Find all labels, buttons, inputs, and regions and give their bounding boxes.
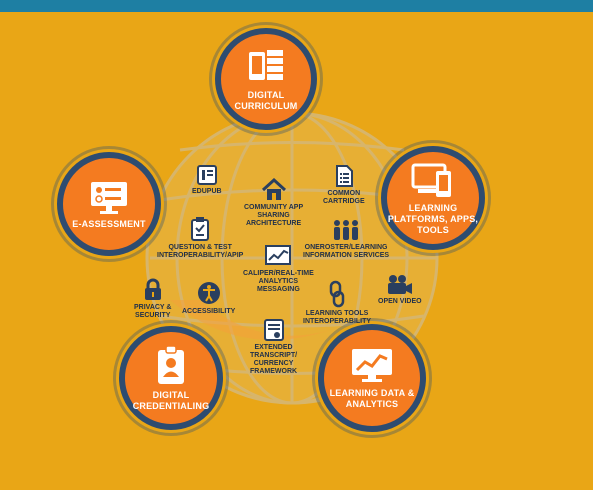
chain-link-icon	[329, 280, 345, 308]
standard-accessibility[interactable]: ACCESSIBILITY	[182, 280, 235, 316]
standard-lti[interactable]: LEARNING TOOLS INTEROPERABILITY	[303, 280, 371, 326]
standard-label: ACCESSIBILITY	[182, 308, 236, 315]
standard-label: COMMUNITY APP SHARING ARCHITECTURE	[244, 204, 304, 227]
people-group-icon	[334, 220, 359, 240]
house-icon	[261, 178, 286, 200]
hub-label: E-ASSESSMENT	[72, 218, 146, 229]
standard-label: CALIPER/REAL-TIME ANALYTICS MESSAGING	[243, 270, 314, 293]
standard-qti[interactable]: QUESTION & TEST INTEROPERABILITY/APIP	[157, 216, 243, 260]
books-and-tablet-icon	[249, 50, 283, 80]
clipboard-check-icon	[191, 217, 210, 241]
hub-learning-platforms[interactable]: LEARNING PLATFORMS, APPS, TOOLS	[381, 146, 485, 250]
laptop-and-phone-icon	[411, 163, 451, 197]
standard-label: EXTENDED TRANSCRIPT/ CURRENCY FRAMEWORK	[250, 344, 298, 375]
document-list-icon	[335, 165, 353, 187]
hub-label: DIGITAL CURRICULUM	[234, 90, 298, 111]
hub-label: DIGITAL CREDENTIALING	[132, 390, 210, 411]
analytics-screen-icon	[265, 245, 292, 265]
hub-learning-data[interactable]: LEARNING DATA & ANALYTICS	[318, 324, 426, 432]
hub-digital-credentialing[interactable]: DIGITAL CREDENTIALING	[119, 326, 223, 430]
standard-oneroster[interactable]: ONEROSTER/LEARNING INFORMATION SERVICES	[303, 218, 389, 260]
standard-label: EDUPUB	[192, 188, 222, 195]
standard-community-app[interactable]: COMMUNITY APP SHARING ARCHITECTURE	[244, 178, 303, 228]
top-bar	[0, 0, 593, 12]
padlock-icon	[144, 278, 161, 300]
standard-label: COMMON CARTRIDGE	[323, 190, 365, 205]
standard-label: QUESTION & TEST INTEROPERABILITY/APIP	[157, 244, 244, 259]
standard-label: OPEN VIDEO	[378, 298, 422, 305]
standard-caliper[interactable]: CALIPER/REAL-TIME ANALYTICS MESSAGING	[243, 244, 314, 294]
quiz-monitor-icon	[91, 181, 127, 214]
hub-label: LEARNING DATA & ANALYTICS	[329, 388, 415, 409]
standard-common-cartridge[interactable]: COMMON CARTRIDGE	[323, 164, 365, 206]
standard-extended-transcript[interactable]: EXTENDED TRANSCRIPT/ CURRENCY FRAMEWORK	[250, 318, 297, 376]
accessibility-icon	[197, 282, 220, 304]
hub-label: LEARNING PLATFORMS, APPS, TOOLS	[387, 202, 479, 235]
hub-digital-curriculum[interactable]: DIGITAL CURRICULUM	[215, 28, 317, 130]
chart-monitor-icon	[352, 349, 392, 382]
standard-open-video[interactable]: OPEN VIDEO	[378, 274, 422, 306]
standard-edupub[interactable]: EDUPUB	[192, 164, 222, 196]
certificate-document-icon	[263, 319, 284, 341]
standard-label: PRIVACY & SECURITY	[134, 304, 172, 319]
standard-label: ONEROSTER/LEARNING INFORMATION SERVICES	[303, 244, 390, 259]
id-badge-icon	[158, 345, 184, 384]
standard-label: LEARNING TOOLS INTEROPERABILITY	[303, 310, 372, 325]
video-camera-icon	[387, 275, 412, 294]
book-icon	[196, 165, 217, 185]
standard-privacy-security[interactable]: PRIVACY & SECURITY	[134, 278, 171, 320]
hub-e-assessment[interactable]: E-ASSESSMENT	[57, 152, 161, 256]
